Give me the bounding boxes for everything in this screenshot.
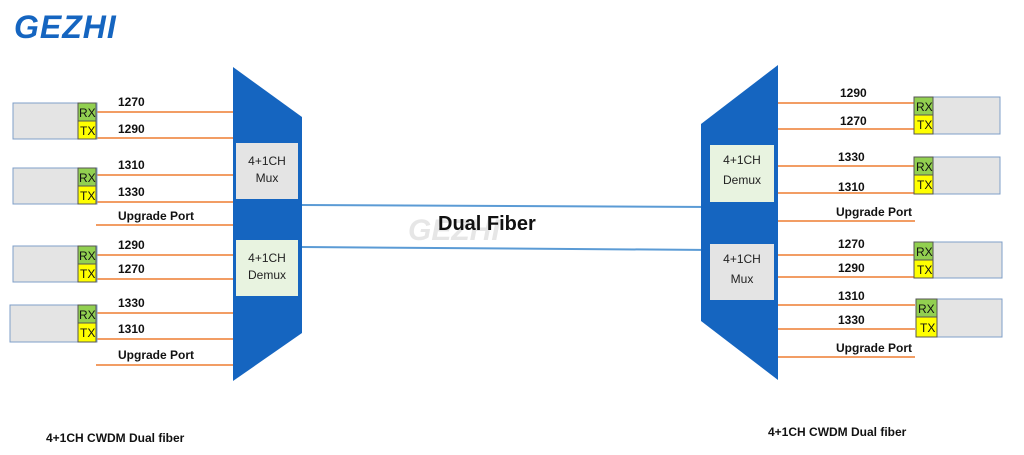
tx-label: TX — [917, 178, 932, 192]
wavelength-label: 1270 — [118, 95, 145, 109]
right-transceiver-1: RX TX — [913, 96, 1001, 135]
demux-label-line2: Demux — [248, 268, 286, 282]
wavelength-label: 1310 — [118, 322, 145, 336]
rx-label: RX — [916, 160, 933, 174]
wavelength-label: 1330 — [118, 296, 145, 310]
wavelength-label: 1290 — [840, 86, 867, 100]
rx-label: RX — [918, 302, 935, 316]
wavelength-label: 1310 — [838, 180, 865, 194]
mux-label-line1: 4+1CH — [248, 154, 286, 168]
wavelength-label: 1290 — [118, 238, 145, 252]
wavelength-label: 1330 — [838, 313, 865, 327]
wavelength-label: 1310 — [118, 158, 145, 172]
fiber-line-bottom — [301, 246, 713, 251]
demux-label-line2: Demux — [723, 173, 761, 187]
left-transceiver-3: RX TX — [12, 245, 98, 283]
rx-label: RX — [79, 171, 96, 185]
tx-label: TX — [917, 118, 932, 132]
wavelength-label: 1310 — [838, 289, 865, 303]
wavelength-label: 1290 — [118, 122, 145, 136]
upgrade-port-label: Upgrade Port — [118, 348, 194, 362]
rx-label: RX — [79, 308, 96, 322]
dual-fiber-label: Dual Fiber — [438, 213, 536, 235]
right-demux-box — [710, 145, 774, 202]
mux-label-line2: Mux — [256, 171, 279, 185]
right-cwdm-unit — [701, 65, 778, 380]
left-mux-box — [236, 143, 298, 199]
left-transceiver-4: RX TX — [9, 304, 98, 343]
right-transceiver-3: RX TX — [913, 241, 1003, 279]
upgrade-port-label: Upgrade Port — [118, 209, 194, 223]
wavelength-label: 1330 — [118, 185, 145, 199]
left-port-lines — [96, 111, 233, 366]
left-transceiver-2: RX TX — [12, 167, 98, 205]
left-demux-box — [236, 240, 298, 296]
wavelength-label: 1270 — [118, 262, 145, 276]
right-port-lines — [778, 102, 915, 358]
tx-label: TX — [80, 189, 95, 203]
right-mux-box — [710, 244, 774, 300]
left-transceiver-1: RX TX — [12, 102, 98, 140]
left-caption: 4+1CH CWDM Dual fiber — [46, 431, 185, 445]
rx-label: RX — [79, 249, 96, 263]
right-caption: 4+1CH CWDM Dual fiber — [768, 425, 907, 439]
tx-label: TX — [917, 263, 932, 277]
demux-label-line1: 4+1CH — [723, 153, 761, 167]
rx-label: RX — [79, 106, 96, 120]
wavelength-label: 1290 — [838, 261, 865, 275]
tx-label: TX — [80, 124, 95, 138]
tx-label: TX — [80, 267, 95, 281]
fiber-line-top — [301, 204, 713, 208]
wavelength-label: 1270 — [840, 114, 867, 128]
right-transceiver-2: RX TX — [913, 156, 1001, 195]
wavelength-label: 1330 — [838, 150, 865, 164]
rx-label: RX — [916, 245, 933, 259]
tx-label: TX — [920, 321, 935, 335]
gezhi-watermark: GEZHI — [408, 214, 500, 247]
gezhi-logo: GEZHI — [14, 9, 117, 45]
tx-label: TX — [80, 326, 95, 340]
left-cwdm-unit — [233, 67, 302, 381]
rx-label: RX — [916, 100, 933, 114]
right-transceiver-4: RX TX — [915, 298, 1003, 338]
mux-label-line1: 4+1CH — [723, 252, 761, 266]
upgrade-port-label: Upgrade Port — [836, 341, 912, 355]
demux-label-line1: 4+1CH — [248, 251, 286, 265]
mux-label-line2: Mux — [731, 272, 754, 286]
wavelength-label: 1270 — [838, 237, 865, 251]
upgrade-port-label: Upgrade Port — [836, 205, 912, 219]
